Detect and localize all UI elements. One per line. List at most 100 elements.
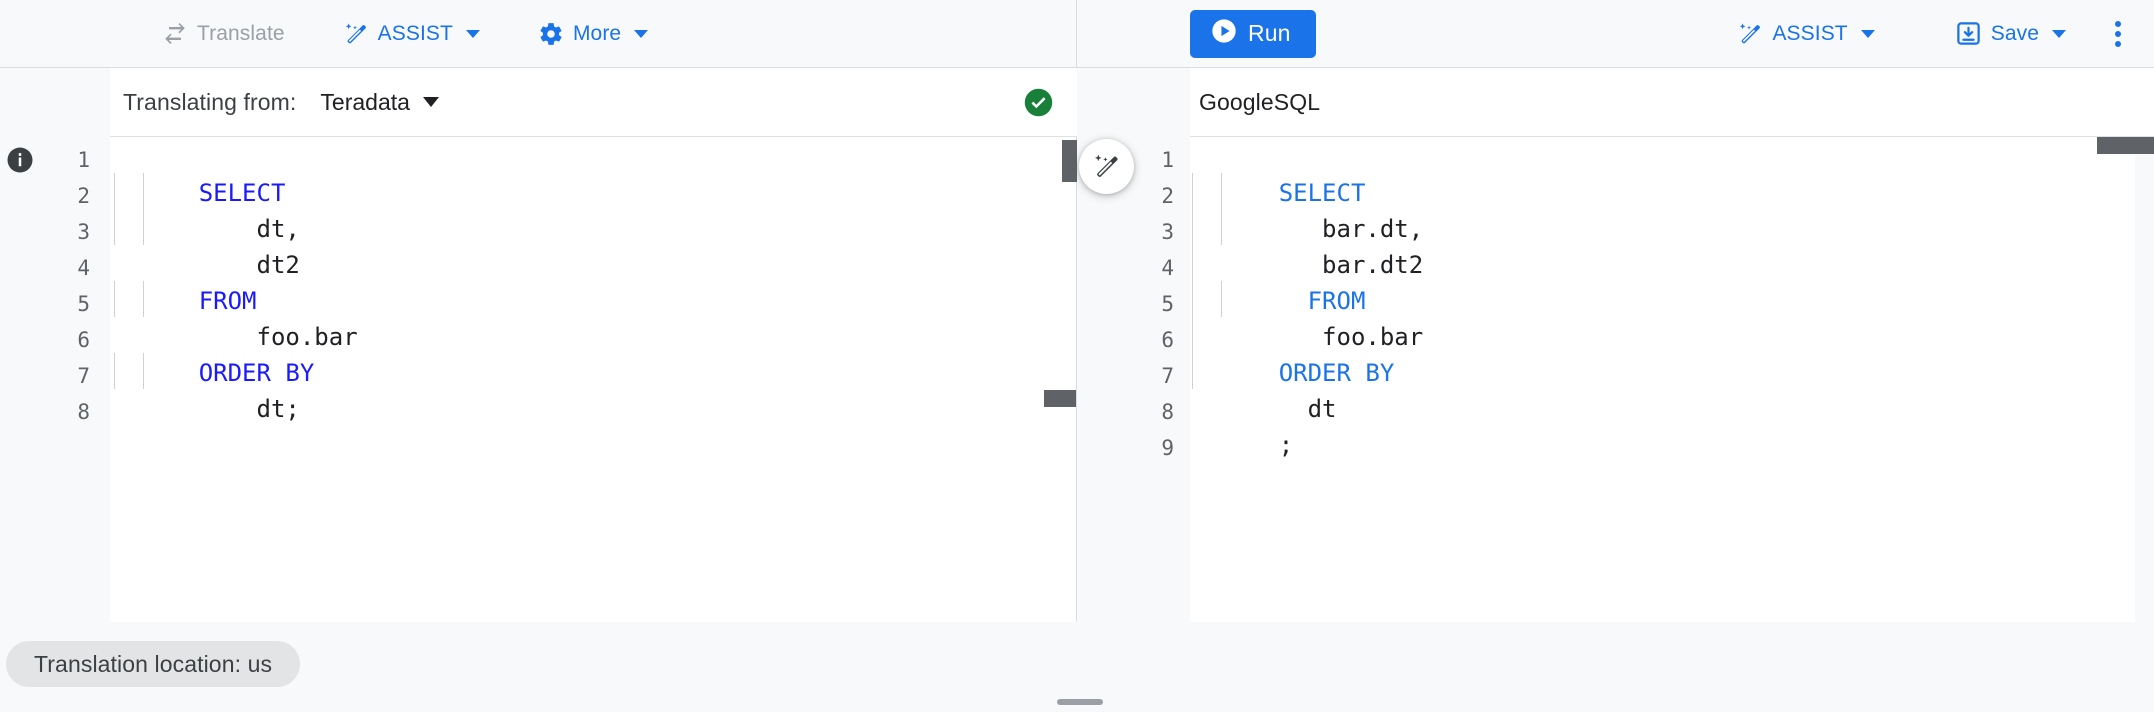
line-number: 9 bbox=[1161, 436, 1174, 460]
sql-keyword: ORDER BY bbox=[198, 359, 315, 387]
line-number: 3 bbox=[77, 220, 90, 244]
target-code-area[interactable]: SELECT bar.dt, bar.dt2 FROM foo.bar ORDE… bbox=[1190, 137, 2154, 622]
pane-splitter-handle[interactable] bbox=[1062, 140, 1077, 182]
indent-guide bbox=[143, 353, 144, 389]
code-line: dt, bbox=[110, 175, 300, 243]
sql-keyword: FROM bbox=[1278, 287, 1366, 315]
assist-button-left[interactable]: ASSIST bbox=[331, 14, 492, 54]
toolbar-left-group: Translate ASSIST More bbox=[0, 0, 1077, 67]
indent-guide bbox=[143, 173, 144, 245]
save-download-icon bbox=[1955, 20, 1982, 47]
sql-keyword: SELECT bbox=[198, 179, 286, 207]
source-dialect-select[interactable]: Teradata bbox=[314, 85, 445, 120]
kebab-dot bbox=[2115, 40, 2121, 47]
gear-icon bbox=[538, 21, 564, 47]
line-number: 2 bbox=[77, 184, 90, 208]
info-icon[interactable] bbox=[5, 145, 35, 175]
chevron-down-icon bbox=[634, 29, 649, 38]
source-sql-editor[interactable]: 1 2 3 4 5 6 7 8 SELECT dt, dt2 bbox=[0, 137, 1077, 622]
right-subheader-gutter bbox=[1078, 68, 1190, 137]
line-number: 7 bbox=[1161, 364, 1174, 388]
save-button[interactable]: Save bbox=[1943, 14, 2078, 54]
code-line: dt2 bbox=[110, 211, 300, 279]
sql-keyword: SELECT bbox=[1278, 179, 1366, 207]
line-number: 6 bbox=[77, 328, 90, 352]
code-line: ORDER BY bbox=[110, 319, 315, 387]
line-number: 4 bbox=[77, 256, 90, 280]
sql-text: dt, bbox=[198, 215, 300, 243]
translation-location-label: Translation location: us bbox=[34, 650, 273, 677]
line-number: 8 bbox=[77, 400, 90, 424]
code-line: dt bbox=[1190, 355, 1337, 423]
error-squiggle bbox=[112, 168, 204, 174]
indent-guide bbox=[114, 173, 115, 245]
indent-guide bbox=[114, 353, 115, 389]
code-line: bar.dt, bbox=[1190, 175, 1423, 243]
translate-button-label: Translate bbox=[197, 21, 285, 45]
check-circle-icon bbox=[1022, 86, 1055, 119]
translate-button[interactable]: Translate bbox=[150, 14, 297, 54]
more-button[interactable]: More bbox=[526, 14, 660, 54]
code-line: SELECT bbox=[110, 139, 286, 207]
drag-handle[interactable] bbox=[1057, 699, 1103, 705]
sql-text: bar.dt2 bbox=[1278, 251, 1424, 279]
target-dialect-value: GoogleSQL bbox=[1199, 88, 1321, 115]
code-line: SELECT bbox=[1190, 139, 1366, 207]
assist-button-left-label: ASSIST bbox=[377, 21, 453, 45]
code-line: FROM bbox=[1190, 247, 1366, 315]
source-dialect-value: Teradata bbox=[320, 88, 410, 115]
sql-text: dt bbox=[1278, 395, 1337, 423]
translating-from-label: Translating from: bbox=[123, 88, 297, 115]
line-number: 4 bbox=[1161, 256, 1174, 280]
left-subheader-gutter bbox=[0, 68, 110, 137]
assist-fab-button[interactable] bbox=[1079, 139, 1134, 194]
status-badge: Translation location: us bbox=[6, 641, 301, 687]
target-dialect-bar: GoogleSQL bbox=[1190, 68, 2154, 137]
sql-text: bar.dt, bbox=[1278, 215, 1424, 243]
bottom-status-bar: Translation location: us bbox=[0, 622, 2154, 712]
more-vert-icon[interactable] bbox=[2096, 12, 2140, 56]
code-line: foo.bar bbox=[1190, 283, 1423, 351]
kebab-dot bbox=[2115, 30, 2121, 37]
indent-guide bbox=[1221, 173, 1222, 245]
more-button-label: More bbox=[572, 21, 622, 45]
magic-wand-icon bbox=[1095, 154, 1118, 177]
toolbar-right-group: Run ASSIST Save bbox=[1078, 0, 2154, 67]
indent-guide bbox=[1192, 173, 1193, 353]
indent-guide bbox=[1192, 353, 1193, 389]
top-toolbar: Translate ASSIST More bbox=[0, 0, 2154, 68]
sql-text: foo.bar bbox=[198, 323, 358, 351]
right-gutter: 1 2 3 4 5 6 7 8 9 bbox=[1078, 137, 1190, 622]
line-number: 6 bbox=[1161, 328, 1174, 352]
chevron-down-icon bbox=[422, 97, 439, 107]
chevron-down-icon bbox=[1860, 29, 1875, 38]
sql-text: foo.bar bbox=[1278, 323, 1424, 351]
source-dialect-bar: Translating from: Teradata bbox=[110, 68, 1077, 137]
code-line: ; bbox=[1190, 391, 1293, 459]
save-button-label: Save bbox=[1990, 21, 2039, 45]
code-line: FROM bbox=[110, 247, 257, 315]
editor-subheader: Translating from: Teradata GoogleSQL bbox=[0, 68, 2154, 137]
magic-wand-icon bbox=[1737, 21, 1763, 47]
assist-button-right[interactable]: ASSIST bbox=[1725, 14, 1886, 54]
left-gutter: 1 2 3 4 5 6 7 8 bbox=[0, 137, 110, 622]
indent-guide bbox=[114, 281, 115, 317]
line-number: 2 bbox=[1161, 184, 1174, 208]
target-sql-editor[interactable]: 1 2 3 4 5 6 7 8 9 SELECT bar.dt, bar.dt2… bbox=[1078, 137, 2154, 622]
line-number: 8 bbox=[1161, 400, 1174, 424]
sql-text: dt2 bbox=[198, 251, 300, 279]
code-line: bar.dt2 bbox=[1190, 211, 1423, 279]
horizontal-scrollbar-thumb[interactable] bbox=[1044, 390, 1076, 407]
run-button[interactable]: Run bbox=[1190, 9, 1316, 58]
line-number: 1 bbox=[77, 148, 90, 172]
vertical-scrollbar-track[interactable] bbox=[2135, 137, 2154, 622]
code-line: dt; bbox=[110, 355, 300, 423]
line-number: 5 bbox=[77, 292, 90, 316]
indent-guide bbox=[1221, 281, 1222, 317]
code-line: foo.bar bbox=[110, 283, 358, 351]
source-code-area[interactable]: SELECT dt, dt2 FROM foo.bar ORDER BY dt; bbox=[110, 137, 1076, 622]
sql-text: ; bbox=[1278, 431, 1294, 459]
indent-guide bbox=[143, 281, 144, 317]
play-circle-icon bbox=[1210, 17, 1238, 51]
horizontal-scrollbar-thumb[interactable] bbox=[2097, 137, 2154, 154]
